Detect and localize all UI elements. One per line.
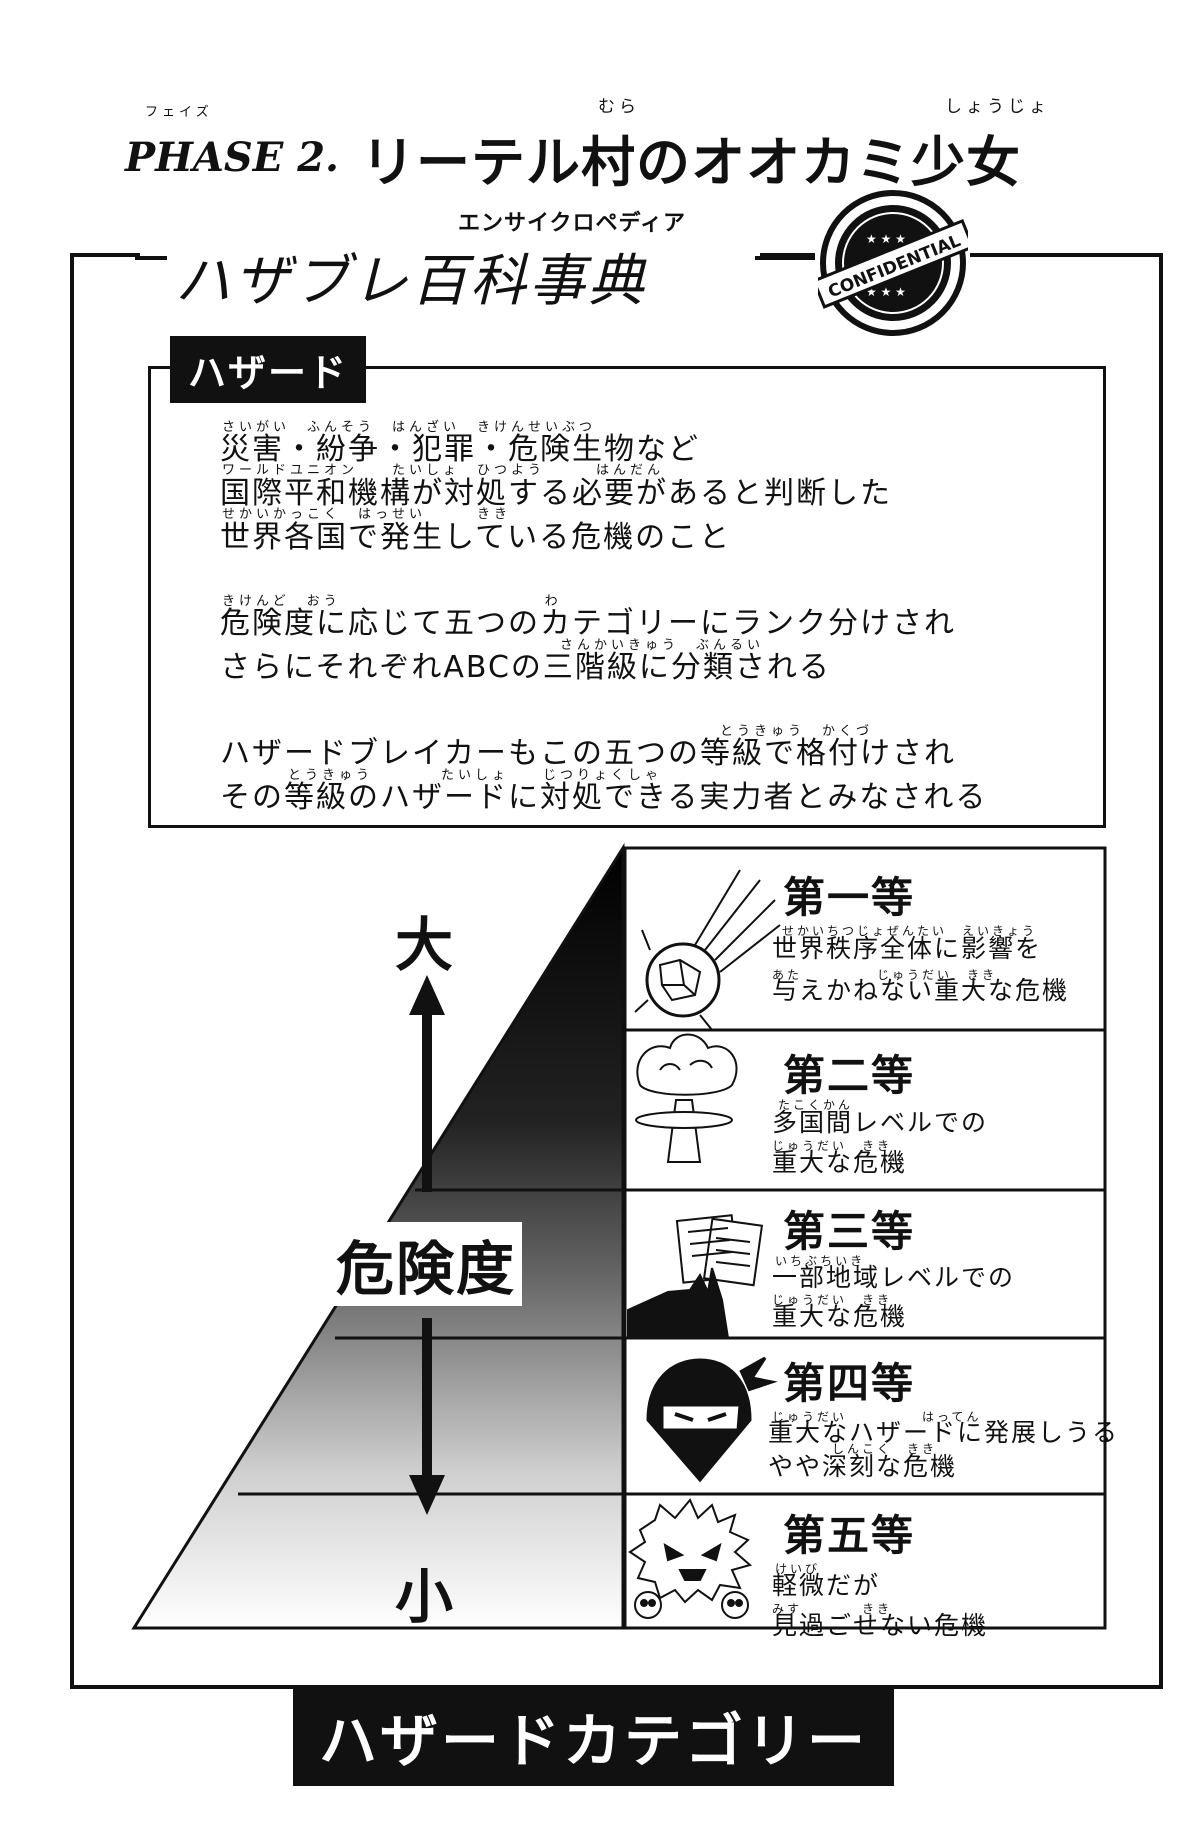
category-desc-1a: 世界秩序全体に影響を [772, 934, 1043, 963]
ruby: きけんど おう わ [222, 594, 562, 609]
spiky-creature-icon [628, 1498, 753, 1619]
phase-ruby: フェイズ [145, 105, 213, 120]
encyclopedia-ruby: エンサイクロペディア [458, 211, 687, 236]
ruby: あた じゅうだい きき [772, 968, 998, 982]
category-desc-2b: 重大な危機 [772, 1148, 908, 1177]
ruby: とうきゅう たいしょ じつりょくしゃ [288, 768, 663, 783]
hazard-definition-box [148, 366, 1106, 828]
category-title-3: 第三等 [783, 1207, 916, 1256]
ruby: じゅうだい はってん [772, 1410, 982, 1424]
ruby: さんかいきゅう ぶんるい [560, 638, 765, 653]
svg-text:★ ★ ★: ★ ★ ★ [866, 285, 906, 299]
ruby: いちぶちいき [775, 1254, 866, 1268]
ruby: しんこく きき [832, 1442, 938, 1456]
category-desc-1b: 与えかねない重大な危機 [772, 976, 1070, 1005]
category-box-5 [623, 1492, 1107, 1630]
ruby: とうきゅう かくづ [720, 724, 874, 739]
ruby: せかいかっこく はっせい きき [222, 507, 512, 522]
category-title-4: 第四等 [783, 1359, 916, 1408]
ruby: ワールドユニオン たいしょ ひつよう はんだん [222, 463, 665, 478]
danger-high-label: 大 [395, 911, 454, 979]
chapter-subtitle: リーテル村のオオカミ少女 [360, 131, 1021, 194]
hazard-category-banner: ハザードカテゴリー [293, 1686, 895, 1786]
ruby: さいがい ふんそう はんざい きけんせいぶつ [222, 420, 597, 435]
category-desc-3b: 重大な危機 [772, 1302, 908, 1331]
category-desc-4a: 重大なハザードに発展しうる [768, 1418, 1120, 1447]
title-dash-left [135, 256, 167, 260]
hazard-line: 危険度に応じて五つのカテゴリーにランク分けされ [220, 606, 956, 641]
frame-gap [140, 238, 760, 272]
ruby: みす きき [772, 1602, 893, 1616]
mushroom-cloud-icon [635, 1033, 738, 1163]
category-title-5: 第五等 [783, 1511, 916, 1560]
hazard-line: 国際平和機構が対処する必要があると判断した [220, 476, 892, 511]
category-desc-4b: やや深刻な危機 [768, 1452, 958, 1481]
hazard-line: 災害・紛争・犯罪・危険生物など [220, 432, 700, 467]
hazard-line: さらにそれぞれABCの三階級に分類される [220, 650, 831, 685]
encyclopedia-title: ハザブレ百科事典 [175, 249, 647, 314]
hazard-line: 世界各国で発生している危機のこと [220, 520, 732, 555]
subtitle-ruby-shoujo: しょうじょ [945, 97, 1050, 117]
category-desc-5b: 見過ごせない危機 [772, 1611, 989, 1640]
phase-label: PHASE 2. [125, 134, 339, 181]
danger-axis-label: 危険度 [330, 1222, 523, 1306]
category-title-1: 第一等 [783, 873, 916, 922]
category-desc-5a: 軽微だが [772, 1571, 881, 1600]
page-title: PHASE 2. リーテル村のオオカミ少女 [125, 118, 1021, 197]
hazard-tag: ハザード [170, 336, 367, 403]
ruby: せかいちつじょぜんたい えいきょう [782, 924, 1038, 938]
danger-arrow-up [409, 975, 445, 1192]
category-desc-3a: 一部地域レベルでの [772, 1263, 1016, 1292]
danger-low-label: 小 [395, 1563, 454, 1631]
category-desc-2a: 多国間レベルでの [772, 1108, 989, 1137]
meteor-icon [634, 869, 781, 1031]
svg-text:★ ★ ★: ★ ★ ★ [866, 232, 906, 246]
danger-arrow-down [409, 1318, 445, 1515]
ruby: じゅうだい きき [772, 1139, 893, 1153]
hazard-line: その等級のハザードに対処できる実力者とみなされる [220, 780, 988, 815]
category-title-2: 第二等 [783, 1051, 916, 1100]
ruby: けいび [775, 1562, 821, 1576]
ninja-icon [646, 1356, 778, 1483]
ruby: たこくかん [778, 1098, 854, 1112]
title-dash-right [755, 256, 815, 260]
subtitle-ruby-mura: むら [598, 97, 640, 117]
ruby: じゅうだい きき [772, 1293, 893, 1307]
hazard-line: ハザードブレイカーもこの五つの等級で格付けされ [220, 736, 956, 771]
wolf-documents-icon [627, 1214, 764, 1339]
confidential-stamp-icon: ★ ★ ★ ★ ★ ★ CONFIDENTIAL [818, 190, 968, 336]
